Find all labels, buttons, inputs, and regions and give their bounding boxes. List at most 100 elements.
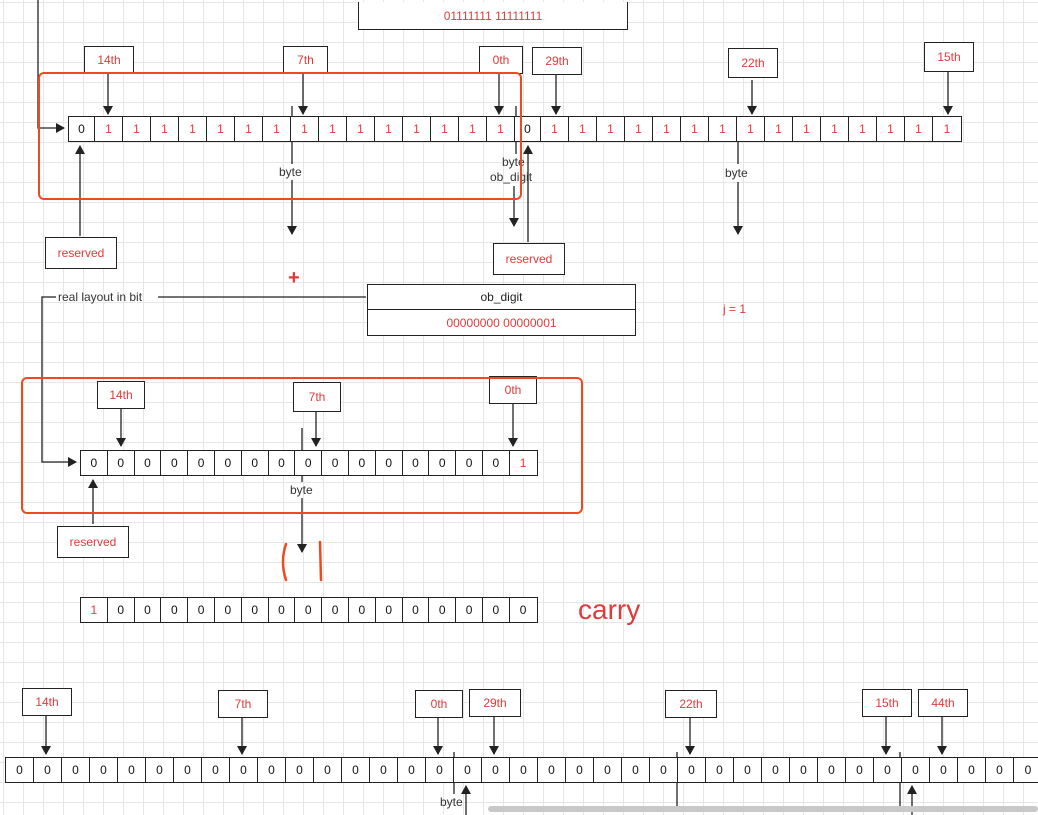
tag-0th-d: 0th <box>415 690 463 718</box>
bit-cell: 0 <box>322 451 349 475</box>
reserved-box-a-right: reserved <box>493 243 565 275</box>
bit-cell: 0 <box>594 758 622 782</box>
bit-cell: 0 <box>295 451 323 475</box>
bit-cell: 0 <box>403 598 430 622</box>
bit-cell: 0 <box>403 451 430 475</box>
or-bar-left <box>281 542 288 582</box>
reserved-box-a-left: reserved <box>45 237 117 269</box>
tag-14th-a: 14th <box>84 46 134 74</box>
tag-7th-d: 7th <box>218 690 268 718</box>
bit-cell: 0 <box>269 598 296 622</box>
tag-14th-b: 14th <box>97 381 145 409</box>
bit-cell: 1 <box>319 117 347 141</box>
bit-cell: 1 <box>291 117 319 141</box>
bit-cell: 0 <box>342 758 370 782</box>
byte-label-a-left: byte <box>279 165 302 179</box>
bit-cell: 1 <box>877 117 905 141</box>
bit-cell: 1 <box>179 117 207 141</box>
bit-cell: 0 <box>930 758 958 782</box>
bit-cell: 0 <box>286 758 314 782</box>
bit-cell: 0 <box>295 598 323 622</box>
bit-cell: 0 <box>69 117 95 141</box>
bit-cell: 1 <box>123 117 151 141</box>
bit-cell: 0 <box>230 758 258 782</box>
bit-cell: 1 <box>375 117 403 141</box>
bit-cell: 0 <box>1024 763 1032 777</box>
top-value-text: 01111111 11111111 <box>443 8 543 23</box>
bit-cell: 0 <box>818 758 846 782</box>
ob-digit-header: ob_digit <box>368 285 635 310</box>
layout-connector-down <box>41 296 77 467</box>
bit-cell: 1 <box>597 117 625 141</box>
top-box-edge <box>358 0 628 1</box>
bit-cell: 1 <box>207 117 235 141</box>
bit-cell: 0 <box>456 451 483 475</box>
bit-cell: 0 <box>188 598 215 622</box>
byte-label-b: byte <box>290 483 313 497</box>
bit-cell: 1 <box>681 117 709 141</box>
byte-label-a-right: byte <box>725 166 748 180</box>
bit-cell: 1 <box>905 117 933 141</box>
bit-cell: 0 <box>108 598 135 622</box>
tag-0th-a: 0th <box>479 46 523 74</box>
bit-cell: 1 <box>519 456 527 470</box>
tag-22th-a: 22th <box>728 48 778 78</box>
bit-cell: 0 <box>706 758 734 782</box>
bit-cell: 0 <box>734 758 762 782</box>
bit-cell: 0 <box>135 598 162 622</box>
bit-cell: 1 <box>653 117 681 141</box>
bit-cell: 1 <box>625 117 653 141</box>
tag-15th-a: 15th <box>924 42 974 72</box>
bit-cell: 0 <box>242 451 269 475</box>
carry-label: carry <box>578 594 641 625</box>
bit-cell: 0 <box>650 758 678 782</box>
plus-sign: + <box>288 267 300 289</box>
bit-cell: 1 <box>459 117 487 141</box>
highlight-rect-top <box>38 72 522 200</box>
bit-cell: 0 <box>426 758 454 782</box>
bit-cell: 0 <box>62 758 90 782</box>
bit-cell: 0 <box>678 758 706 782</box>
bit-cell: 0 <box>242 598 269 622</box>
reserved-box-b: reserved <box>57 526 129 558</box>
tag-15th-d: 15th <box>862 689 912 717</box>
tag-0th-b: 0th <box>489 376 537 404</box>
bit-cell: 0 <box>515 117 541 141</box>
bit-cell: 0 <box>482 758 510 782</box>
tag-7th-b: 7th <box>293 382 341 412</box>
bit-cell: 0 <box>174 758 202 782</box>
bit-cell: 0 <box>135 451 162 475</box>
bit-cell: 0 <box>269 451 296 475</box>
tag-29th-a: 29th <box>532 47 582 75</box>
bit-cell: 0 <box>986 758 1014 782</box>
horizontal-scrollbar[interactable] <box>488 806 1038 812</box>
bit-cell: 0 <box>874 758 902 782</box>
bit-cell: 0 <box>161 598 189 622</box>
real-layout-label: real layout in bit <box>58 290 143 304</box>
bit-cell: 0 <box>398 758 426 782</box>
byte-label-a-mid: byte <box>502 155 525 169</box>
ob-digit-value: 00000000 00000001 <box>446 315 557 330</box>
bit-cell: 0 <box>34 758 62 782</box>
bit-cell: 1 <box>765 117 793 141</box>
bit-cell: 0 <box>349 598 376 622</box>
bit-cell: 1 <box>263 117 291 141</box>
bit-cell: 0 <box>370 758 398 782</box>
j-label: j = 1 <box>723 302 747 316</box>
highlight-rect-bottom <box>21 377 583 514</box>
bit-cell: 0 <box>566 758 594 782</box>
bit-cell: 1 <box>487 117 515 141</box>
bit-cell: 0 <box>118 758 146 782</box>
tag-14th-d: 14th <box>22 688 72 716</box>
bit-cell: 0 <box>90 758 118 782</box>
bit-cell: 0 <box>202 758 230 782</box>
bit-cell: 1 <box>569 117 597 141</box>
bit-cell: 1 <box>95 117 123 141</box>
bit-cell: 0 <box>6 758 34 782</box>
bit-cell: 1 <box>81 598 108 622</box>
bit-cell: 0 <box>161 451 189 475</box>
